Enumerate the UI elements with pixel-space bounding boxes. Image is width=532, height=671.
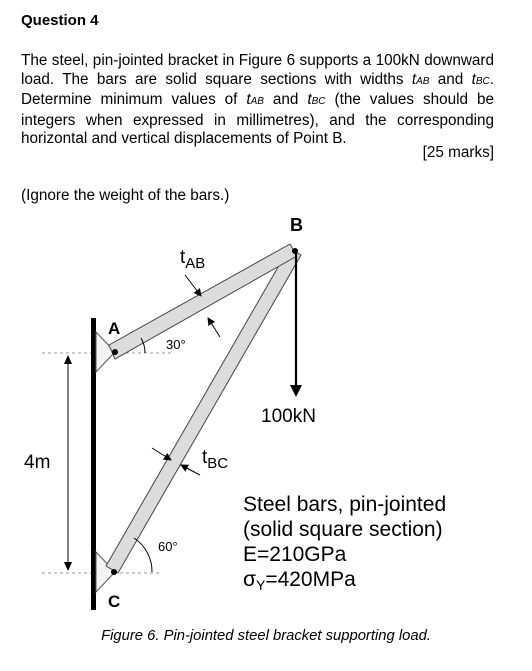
question-text-part5: (the values should be integers when expr… [21, 91, 495, 147]
pin-c [111, 569, 117, 575]
label-tbc-t: t [202, 447, 208, 468]
props-sigma: σ [243, 568, 256, 591]
label-b: B [290, 215, 303, 235]
pin-a [112, 349, 118, 355]
load-arrow-head [290, 385, 302, 397]
props-yield-value: =420MPa [265, 568, 356, 591]
t-bc-symbol: t [471, 70, 476, 88]
marks-label: [25 marks] [422, 144, 494, 161]
height-arrow-bottom [64, 562, 72, 571]
height-label: 4m [24, 452, 50, 473]
wall [91, 318, 96, 610]
pin-b [292, 248, 298, 254]
tab-arrow-bottom [207, 317, 221, 338]
props-line-3: E=210GPa [243, 543, 347, 566]
t-ab-subscript: AB [416, 75, 430, 87]
tab-arrow-top [184, 274, 202, 297]
props-line-1: Steel bars, pin-jointed [243, 493, 446, 516]
label-tbc: tBC [202, 447, 228, 472]
question-text: The steel, pin-jointed bracket in Figure… [21, 52, 494, 149]
props-line-2: (solid square section) [243, 518, 443, 541]
label-tab: tAB [180, 247, 205, 272]
question-text-part3: . Determine minimum values of [21, 70, 494, 109]
question-text-part2: and [429, 70, 472, 88]
angle-arc-c [133, 537, 153, 573]
question-heading: Question 4 [21, 12, 99, 29]
angle-label-a: 30° [166, 337, 186, 352]
support-c [95, 550, 116, 594]
t-bc-subscript-2: BC [311, 96, 326, 107]
angle-arc-a [140, 337, 146, 354]
height-arrow-top [64, 355, 72, 364]
props-sigma-sub: Y [256, 577, 266, 593]
angle-label-c: 60° [158, 539, 178, 554]
question-text-part4: and [263, 91, 308, 108]
load-label: 100kN [261, 406, 316, 427]
tbc-arrow-right [180, 464, 201, 476]
label-a: A [108, 319, 120, 338]
tbc-arrow-left [151, 447, 172, 461]
t-ab-symbol-2: t [246, 91, 251, 108]
props-line-4: σY=420MPa [243, 568, 356, 593]
t-ab-symbol: t [411, 70, 417, 88]
label-tab-t: t [180, 247, 186, 268]
support-a [95, 330, 116, 374]
figure-caption: Figure 6. Pin-jointed steel bracket supp… [101, 628, 431, 644]
t-bc-subscript: BC [475, 75, 490, 87]
label-c: C [108, 592, 120, 611]
label-tbc-sub: BC [207, 455, 228, 472]
ignore-weight-note: (Ignore the weight of the bars.) [21, 187, 230, 204]
t-ab-subscript-2: AB [250, 96, 264, 107]
label-tab-sub: AB [185, 255, 205, 272]
t-bc-symbol-2: t [307, 91, 312, 108]
question-text-part1: The steel, pin-jointed bracket in Figure… [21, 52, 494, 88]
